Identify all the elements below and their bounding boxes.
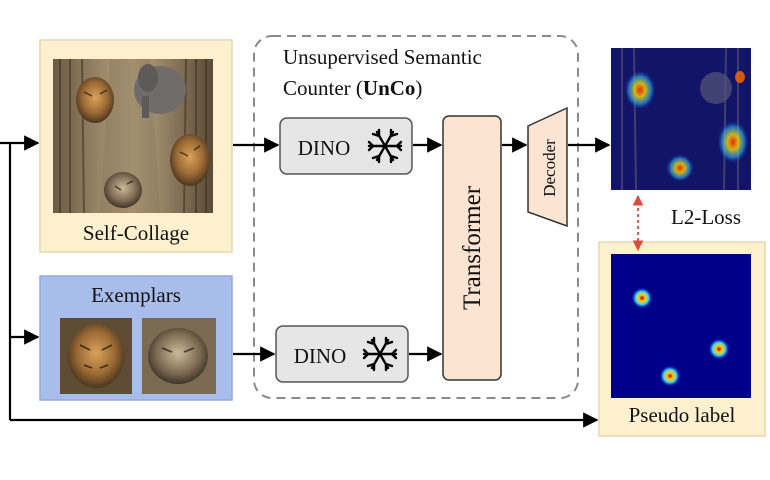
decoder-label: Decoder [540, 139, 559, 197]
exemplar-image-1 [60, 318, 132, 394]
loss-label: L2-Loss [671, 205, 741, 229]
snowflake-icon [367, 128, 403, 164]
transformer-box [442, 115, 502, 381]
pseudo-label-text: Pseudo label [629, 403, 736, 427]
self-collage-label: Self-Collage [83, 221, 189, 245]
decoder-box [527, 106, 568, 228]
unco-title-line2: Counter (UnCo) [283, 76, 422, 100]
heatmap-image [611, 47, 751, 191]
dino-bottom-label: DINO [294, 344, 347, 368]
flow-arrows [0, 135, 611, 428]
exemplars-label: Exemplars [91, 283, 181, 307]
tiger-photo [76, 77, 114, 123]
pseudo-label-map [611, 254, 751, 398]
dino-top-label: DINO [298, 136, 351, 160]
self-collage-image [53, 58, 213, 214]
snowflake-icon [362, 336, 398, 372]
unco-container [253, 35, 579, 399]
unco-title-line1: Unsupervised Semantic [283, 45, 482, 69]
transformer-label: Transformer [459, 185, 486, 310]
exemplar-image-2 [142, 318, 216, 394]
